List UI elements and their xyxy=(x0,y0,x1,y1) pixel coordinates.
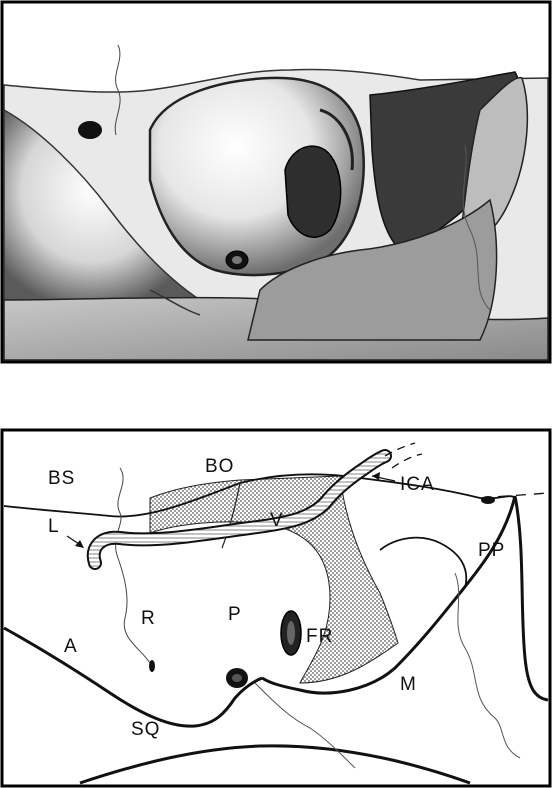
label-pp: PP xyxy=(478,540,505,561)
label-bs: BS xyxy=(48,468,75,489)
rotundum-small-dot xyxy=(149,660,155,672)
fenestra-dark-shape xyxy=(285,146,341,237)
label-m: M xyxy=(400,674,417,695)
label-l: L xyxy=(48,516,60,537)
stylomastoid-foramen-inner xyxy=(232,256,242,264)
labeled-diagram: BS BO ICA L V PP R P A FR M SQ xyxy=(0,428,552,788)
upper-right-foramen-dot xyxy=(481,496,495,504)
specimen-illustration xyxy=(0,0,552,365)
label-fr: FR xyxy=(306,626,333,647)
left-foramen-dot xyxy=(78,121,102,139)
labeled-diagram-panel: BS BO ICA L V PP R P A FR M SQ xyxy=(0,428,552,788)
label-v: V xyxy=(270,510,284,531)
label-sq: SQ xyxy=(131,719,160,740)
specimen-illustration-panel xyxy=(0,0,552,365)
fenestra-rotundum-inner xyxy=(287,621,295,645)
label-ica: ICA xyxy=(400,474,435,495)
label-r: R xyxy=(141,608,156,629)
label-a: A xyxy=(64,636,78,657)
label-p: P xyxy=(228,604,242,625)
lower-foramen-inner xyxy=(232,674,242,682)
label-bo: BO xyxy=(205,456,234,477)
